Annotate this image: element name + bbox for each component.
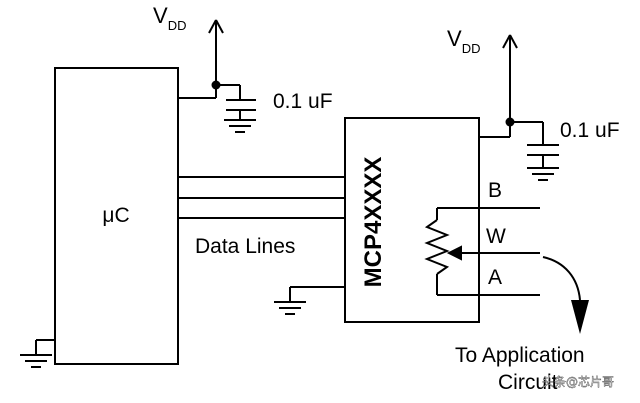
pin-label-b: B bbox=[488, 179, 502, 202]
capacitor-left bbox=[224, 99, 256, 133]
capacitor-value-left: 0.1 uF bbox=[273, 90, 333, 113]
data-bus bbox=[178, 176, 345, 219]
pin-label-a: A bbox=[488, 266, 502, 289]
capacitor-value-right: 0.1 uF bbox=[560, 119, 620, 142]
capacitor-right bbox=[527, 144, 559, 181]
ground-symbol-uc bbox=[20, 339, 55, 368]
vdd-wire-left bbox=[178, 84, 241, 100]
application-label-line1: To Application bbox=[455, 344, 585, 367]
data-lines-label: Data Lines bbox=[195, 235, 295, 258]
vdd-arrow-right bbox=[502, 34, 518, 122]
junction-dot-right bbox=[505, 117, 515, 127]
chip-part-label: MCP4XXXX bbox=[360, 157, 387, 288]
output-arrow-head bbox=[571, 300, 589, 334]
potentiometer bbox=[424, 207, 540, 296]
vdd-label-right: VDD bbox=[447, 26, 480, 56]
microcontroller-box bbox=[54, 67, 179, 365]
output-curved-arrow bbox=[542, 256, 581, 301]
wiper-arrow bbox=[446, 245, 462, 261]
watermark-text: 头条@芯片哥 bbox=[542, 375, 614, 389]
vdd-label-left: VDD bbox=[153, 3, 186, 33]
junction-dot-left bbox=[211, 80, 221, 90]
application-label-line2: Circuit bbox=[498, 371, 558, 394]
chip-box bbox=[344, 117, 480, 323]
resistor-zigzag bbox=[424, 219, 450, 275]
microcontroller-label: μC bbox=[102, 204, 129, 227]
pin-label-w: W bbox=[486, 225, 506, 248]
ground-symbol-chip bbox=[274, 286, 345, 315]
vdd-arrow-left bbox=[208, 19, 224, 85]
